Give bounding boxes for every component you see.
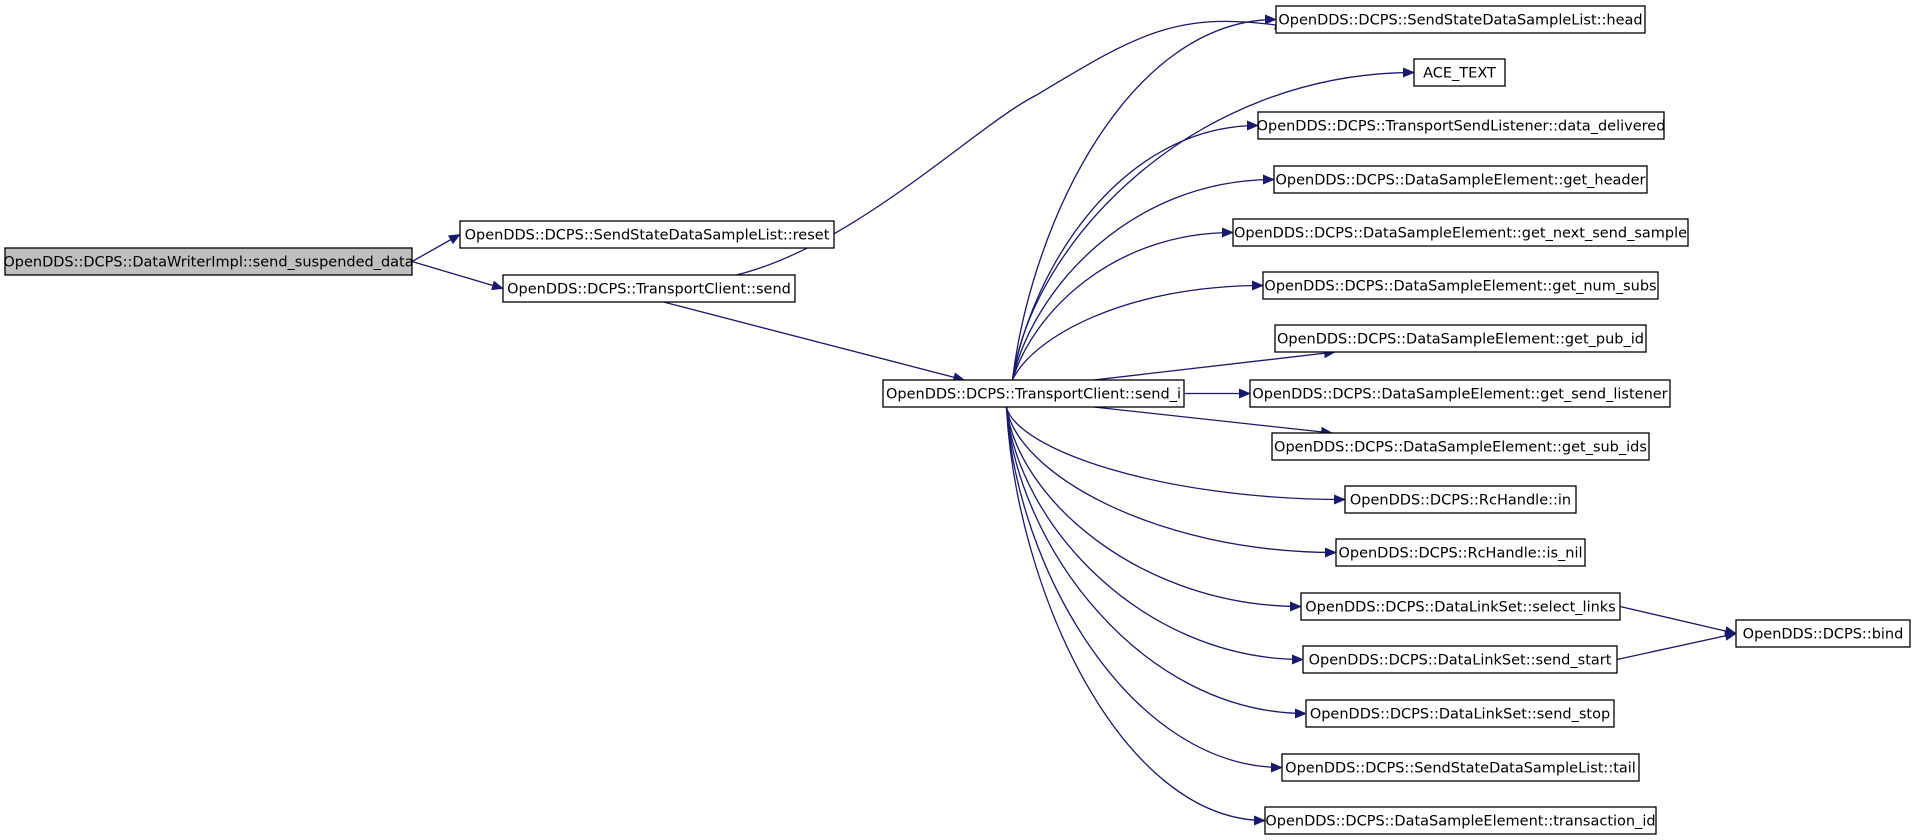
node-label: OpenDDS::DCPS::DataLinkSet::send_start [1309, 653, 1612, 669]
node-box [1413, 58, 1506, 87]
node-get-next-send-sample[interactable]: OpenDDS::DCPS::DataSampleElement::get_ne… [1232, 218, 1689, 247]
node-box [4, 247, 413, 276]
node-send-i[interactable]: OpenDDS::DCPS::TransportClient::send_i [882, 379, 1185, 408]
node-select-links[interactable]: OpenDDS::DCPS::DataLinkSet::select_links [1300, 592, 1621, 621]
node-box [882, 379, 1185, 408]
node-label: OpenDDS::DCPS::DataLinkSet::select_links [1305, 600, 1615, 616]
node-bind[interactable]: OpenDDS::DCPS::bind [1735, 619, 1911, 648]
node-label: OpenDDS::DCPS::DataSampleElement::get_se… [1252, 387, 1667, 403]
node-get-header[interactable]: OpenDDS::DCPS::DataSampleElement::get_he… [1273, 165, 1648, 194]
edge-send-to-send_i [663, 301, 966, 383]
node-label: OpenDDS::DCPS::SendStateDataSampleList::… [1278, 13, 1642, 29]
edge-send-to-head [736, 19, 1287, 276]
node-box [1257, 111, 1665, 140]
edge-root-to-reset [411, 233, 461, 263]
node-rc-in[interactable]: OpenDDS::DCPS::RcHandle::in [1344, 485, 1577, 514]
node-get-num-subs[interactable]: OpenDDS::DCPS::DataSampleElement::get_nu… [1262, 271, 1659, 300]
node-box [1262, 271, 1659, 300]
node-box [1273, 165, 1648, 194]
nodes-layer: OpenDDS::DCPS::DataWriterImpl::send_susp… [3, 5, 1911, 835]
edge-root-to-send [411, 260, 504, 291]
node-label: OpenDDS::DCPS::SendStateDataSampleList::… [465, 228, 830, 244]
edge-send_i-to-head [1011, 14, 1277, 381]
node-label: OpenDDS::DCPS::DataSampleElement::get_su… [1274, 440, 1647, 456]
edge-send_i-to-tail [1005, 406, 1283, 773]
node-box [459, 220, 835, 249]
edges-layer [411, 14, 1737, 826]
node-ace-text[interactable]: ACE_TEXT [1413, 58, 1506, 87]
node-box [1335, 538, 1586, 567]
edge-send_i-to-get_next_send_sample [1011, 227, 1234, 381]
edge-send_i-to-rc_in [1005, 406, 1346, 505]
node-label: OpenDDS::DCPS::DataSampleElement::get_pu… [1277, 332, 1644, 348]
node-label: OpenDDS::DCPS::DataSampleElement::get_nu… [1264, 279, 1656, 295]
edge-send_start-to-bind [1616, 630, 1737, 661]
node-get-pub-id[interactable]: OpenDDS::DCPS::DataSampleElement::get_pu… [1274, 324, 1647, 353]
node-label: OpenDDS::DCPS::DataLinkSet::send_stop [1310, 707, 1610, 723]
node-label: OpenDDS::DCPS::DataWriterImpl::send_susp… [3, 255, 413, 271]
edge-send_i-to-data_delivered [1011, 120, 1259, 381]
edge-send_i-to-get_sub_ids [1093, 406, 1333, 437]
node-rc-is-nil[interactable]: OpenDDS::DCPS::RcHandle::is_nil [1335, 538, 1586, 567]
edge-send_i-to-get_pub_id [1093, 348, 1336, 381]
node-label: OpenDDS::DCPS::RcHandle::in [1350, 493, 1571, 509]
node-box [1344, 485, 1577, 514]
node-send[interactable]: OpenDDS::DCPS::TransportClient::send [502, 274, 796, 303]
node-label: OpenDDS::DCPS::bind [1743, 627, 1904, 643]
node-box [1264, 806, 1657, 835]
edge-send_i-to-get_num_subs [1011, 280, 1264, 381]
edge-select_links-to-bind [1619, 605, 1737, 636]
edge-send_i-to-select_links [1005, 406, 1302, 612]
node-send-start[interactable]: OpenDDS::DCPS::DataLinkSet::send_start [1302, 645, 1618, 674]
node-box [1300, 592, 1621, 621]
node-box [1249, 379, 1671, 408]
node-label: OpenDDS::DCPS::DataSampleElement::transa… [1265, 814, 1655, 830]
node-box [1302, 645, 1618, 674]
node-box [1735, 619, 1911, 648]
edge-send_i-to-send_stop [1005, 406, 1307, 719]
node-reset[interactable]: OpenDDS::DCPS::SendStateDataSampleList::… [459, 220, 835, 249]
node-label: OpenDDS::DCPS::DataSampleElement::get_ne… [1234, 226, 1687, 242]
node-label: ACE_TEXT [1423, 66, 1496, 82]
node-get-sub-ids[interactable]: OpenDDS::DCPS::DataSampleElement::get_su… [1271, 432, 1650, 461]
node-label: OpenDDS::DCPS::TransportClient::send_i [886, 387, 1181, 403]
node-transaction-id[interactable]: OpenDDS::DCPS::DataSampleElement::transa… [1264, 806, 1657, 835]
node-box [1281, 753, 1640, 782]
edge-send_i-to-send_start [1005, 406, 1304, 665]
node-label: OpenDDS::DCPS::SendStateDataSampleList::… [1285, 761, 1636, 777]
edge-send_i-to-rc_is_nil [1005, 406, 1337, 558]
node-get-send-listener[interactable]: OpenDDS::DCPS::DataSampleElement::get_se… [1249, 379, 1671, 408]
node-box [1274, 324, 1647, 353]
node-head[interactable]: OpenDDS::DCPS::SendStateDataSampleList::… [1275, 5, 1646, 34]
node-send-stop[interactable]: OpenDDS::DCPS::DataLinkSet::send_stop [1305, 699, 1615, 728]
node-box [502, 274, 796, 303]
edge-send_i-to-get_header [1011, 174, 1275, 381]
node-label: OpenDDS::DCPS::TransportClient::send [507, 282, 791, 298]
node-root[interactable]: OpenDDS::DCPS::DataWriterImpl::send_susp… [3, 247, 414, 276]
node-box [1275, 5, 1646, 34]
node-data-delivered[interactable]: OpenDDS::DCPS::TransportSendListener::da… [1257, 111, 1666, 140]
node-box [1232, 218, 1689, 247]
node-box [1305, 699, 1615, 728]
node-box [1271, 432, 1650, 461]
node-label: OpenDDS::DCPS::RcHandle::is_nil [1338, 546, 1582, 562]
node-label: OpenDDS::DCPS::TransportSendListener::da… [1257, 119, 1666, 135]
edge-send_i-to-transaction_id [1005, 406, 1266, 826]
node-tail[interactable]: OpenDDS::DCPS::SendStateDataSampleList::… [1281, 753, 1640, 782]
node-label: OpenDDS::DCPS::DataSampleElement::get_he… [1276, 173, 1646, 189]
